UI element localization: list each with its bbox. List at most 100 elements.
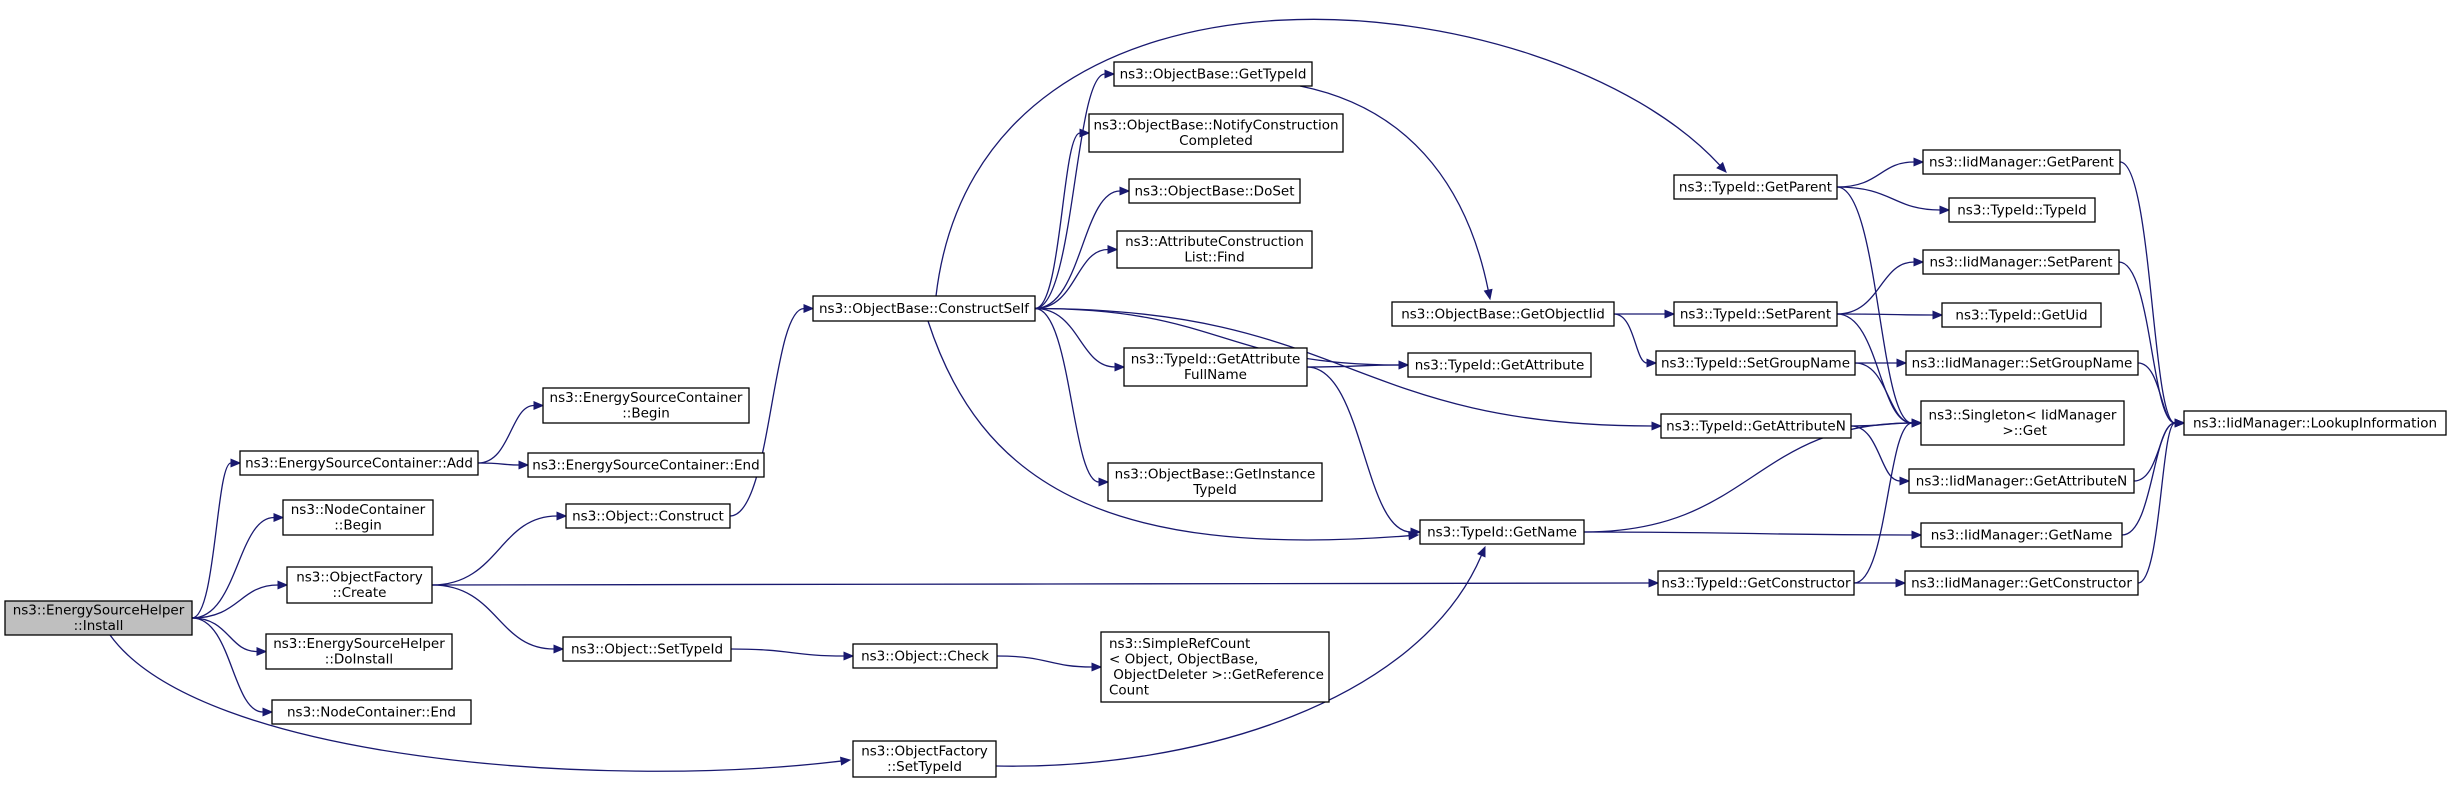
node-box bbox=[1391, 301, 1615, 327]
edge-line bbox=[1613, 313, 1648, 364]
function-node-ob-notify[interactable]: ns3::ObjectBase::NotifyConstructionCompl… bbox=[1088, 113, 1344, 153]
call-edge bbox=[477, 460, 530, 470]
function-node-tid-getattribute[interactable]: ns3::TypeId::GetAttribute bbox=[1407, 352, 1592, 378]
node-label-line: ns3::TypeId::GetName bbox=[1427, 524, 1577, 540]
function-node-tid-getname[interactable]: ns3::TypeId::GetName bbox=[1419, 519, 1585, 545]
edge-arrowhead bbox=[1651, 421, 1663, 431]
function-node-tid-setgroupname[interactable]: ns3::TypeId::SetGroupName bbox=[1655, 350, 1856, 376]
function-node-nc-begin[interactable]: ns3::NodeContainer::Begin bbox=[282, 499, 434, 536]
edge-line bbox=[1306, 364, 1400, 368]
function-node-tid-typeid[interactable]: ns3::TypeId::TypeId bbox=[1948, 197, 2096, 223]
node-label-line: ns3::Object::SetTypeId bbox=[571, 641, 723, 657]
function-node-iid-getname[interactable]: ns3::IidManager::GetName bbox=[1920, 522, 2123, 548]
node-label-line: ns3::Object::Construct bbox=[572, 508, 724, 524]
edge-line bbox=[477, 462, 520, 466]
edge-arrowhead bbox=[1716, 161, 1727, 173]
function-node-iid-getparent[interactable]: ns3::IidManager::GetParent bbox=[1922, 149, 2121, 175]
node-box bbox=[1660, 413, 1852, 439]
node-box bbox=[812, 295, 1036, 322]
edge-line bbox=[191, 617, 258, 653]
function-node-esc-add[interactable]: ns3::EnergySourceContainer::Add bbox=[239, 450, 479, 476]
node-box bbox=[1920, 522, 2123, 548]
function-node-of-settypeid[interactable]: ns3::ObjectFactory::SetTypeId bbox=[852, 740, 997, 778]
edge-arrowhead bbox=[518, 460, 530, 470]
function-node-ob-getobjectiid[interactable]: ns3::ObjectBase::GetObjectIid bbox=[1391, 301, 1615, 327]
edge-line bbox=[1583, 422, 1913, 533]
function-node-singleton-get[interactable]: ns3::Singleton< IidManager >::Get bbox=[1920, 400, 2125, 446]
call-edge bbox=[191, 512, 285, 619]
call-edge bbox=[2119, 161, 2186, 428]
edge-arrowhead bbox=[1911, 530, 1923, 540]
call-graph-edges bbox=[109, 18, 2186, 772]
node-label-line: ns3::TypeId::GetAttributeN bbox=[1666, 418, 1846, 434]
edge-line bbox=[1034, 307, 1116, 368]
function-node-ob-doset[interactable]: ns3::ObjectBase::DoSet bbox=[1128, 178, 1301, 204]
edge-line bbox=[2121, 422, 2176, 536]
function-node-ob-constructself[interactable]: ns3::ObjectBase::ConstructSelf bbox=[812, 295, 1036, 322]
node-label-line: ns3::TypeId::GetUid bbox=[1955, 307, 2087, 323]
function-node-obj-check[interactable]: ns3::Object::Check bbox=[852, 643, 998, 669]
function-node-obj-settypeid[interactable]: ns3::Object::SetTypeId bbox=[562, 636, 732, 662]
edge-line bbox=[1034, 132, 1081, 310]
node-box bbox=[1107, 462, 1323, 502]
function-node-esc-begin[interactable]: ns3::EnergySourceContainer::Begin bbox=[542, 387, 750, 424]
call-edge bbox=[431, 578, 1660, 588]
function-node-ob-gettypeid[interactable]: ns3::ObjectBase::GetTypeId bbox=[1113, 61, 1313, 87]
call-edge bbox=[1034, 307, 1126, 372]
edge-line bbox=[1299, 85, 1489, 291]
function-node-tid-getconstructor[interactable]: ns3::TypeId::GetConstructor bbox=[1657, 570, 1855, 596]
function-node-iid-setparent[interactable]: ns3::IidManager::SetParent bbox=[1922, 249, 2120, 275]
function-node-tid-getparent[interactable]: ns3::TypeId::GetParent bbox=[1673, 174, 1838, 200]
edge-line bbox=[935, 18, 1721, 297]
call-edge bbox=[1306, 366, 1422, 537]
call-edge bbox=[1034, 307, 1110, 487]
function-node-tid-setparent[interactable]: ns3::TypeId::SetParent bbox=[1673, 301, 1838, 327]
node-box bbox=[527, 452, 765, 478]
node-label-line: ns3::ObjectBase::DoSet bbox=[1134, 183, 1294, 199]
node-label-line: ns3::Singleton< IidManager bbox=[1929, 408, 2117, 424]
function-node-obj-construct[interactable]: ns3::Object::Construct bbox=[565, 503, 731, 529]
function-node-iid-getconstructor[interactable]: ns3::IidManager::GetConstructor bbox=[1904, 570, 2139, 596]
node-label-line: ns3::IidManager::GetName bbox=[1931, 527, 2113, 543]
function-node-iid-lookup[interactable]: ns3::IidManager::LookupInformation bbox=[2183, 410, 2447, 436]
function-node-nc-end[interactable]: ns3::NodeContainer::End bbox=[271, 699, 472, 725]
node-box bbox=[1657, 570, 1855, 596]
edge-arrowhead bbox=[1091, 662, 1103, 672]
edge-line bbox=[109, 634, 842, 772]
edge-line bbox=[1854, 362, 1913, 424]
edge-arrowhead bbox=[1913, 157, 1925, 167]
function-node-src-getref[interactable]: ns3::SimpleRefCount< Object, ObjectBase,… bbox=[1100, 631, 1330, 703]
edge-arrowhead bbox=[1932, 310, 1944, 320]
call-edge bbox=[730, 648, 855, 661]
node-label-line: ns3::ObjectFactory bbox=[861, 744, 988, 760]
edge-arrowhead bbox=[1107, 244, 1119, 255]
call-edge bbox=[1854, 578, 1907, 588]
edge-line bbox=[996, 655, 1093, 668]
function-node-of-create[interactable]: ns3::ObjectFactory::Create bbox=[286, 566, 433, 604]
node-label-line: ns3::TypeId::GetAttribute bbox=[1415, 357, 1585, 373]
edge-arrowhead bbox=[1483, 288, 1493, 301]
function-node-tid-getattributen[interactable]: ns3::TypeId::GetAttributeN bbox=[1660, 413, 1852, 439]
function-node-iid-setgroupname[interactable]: ns3::IidManager::SetGroupName bbox=[1905, 350, 2139, 376]
edge-line bbox=[1850, 422, 1913, 427]
edge-line bbox=[1034, 307, 1100, 483]
edge-arrowhead bbox=[1913, 257, 1925, 267]
function-node-tid-getuid[interactable]: ns3::TypeId::GetUid bbox=[1941, 302, 2102, 328]
function-node-iid-getattributen[interactable]: ns3::IidManager::GetAttributeN bbox=[1908, 468, 2135, 494]
call-edge bbox=[1853, 418, 1923, 584]
node-label-line: ObjectDeleter >::GetReference bbox=[1109, 667, 1324, 683]
edge-arrowhead bbox=[1398, 360, 1410, 370]
node-label-line: ns3::ObjectBase::ConstructSelf bbox=[819, 301, 1030, 317]
edge-line bbox=[729, 307, 805, 517]
function-node-esc-end[interactable]: ns3::EnergySourceContainer::End bbox=[527, 452, 765, 478]
node-label-line: ::SetTypeId bbox=[887, 759, 962, 775]
function-node-install[interactable]: ns3::EnergySourceHelper::Install bbox=[4, 600, 193, 636]
edge-arrowhead bbox=[1646, 358, 1658, 368]
node-box bbox=[1100, 631, 1330, 703]
function-node-esh-doinstall[interactable]: ns3::EnergySourceHelper::DoInstall bbox=[265, 633, 453, 670]
node-label-line: Completed bbox=[1179, 133, 1253, 149]
node-box bbox=[1904, 570, 2139, 596]
